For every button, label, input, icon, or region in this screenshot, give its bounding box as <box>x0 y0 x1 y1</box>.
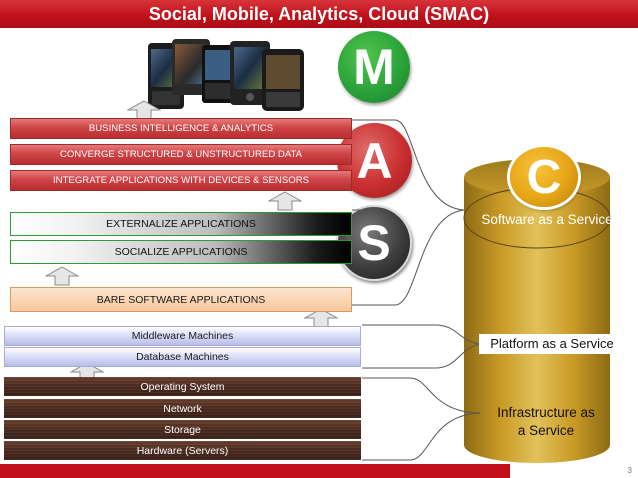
cloud-badge: C <box>510 147 578 207</box>
up-arrow-icon <box>127 100 161 120</box>
up-arrow-icon <box>268 191 302 211</box>
infrastructure-layer: Storage <box>4 420 361 439</box>
saas-label: Software as a Service <box>481 212 613 227</box>
analytics-layer: CONVERGE STRUCTURED & UNSTRUCTURED DATA <box>10 144 352 165</box>
analytics-layer: INTEGRATE APPLICATIONS WITH DEVICES & SE… <box>10 170 352 191</box>
iaas-label-line1: Infrastructure as <box>497 405 595 420</box>
infrastructure-layer: Hardware (Servers) <box>4 441 361 460</box>
bare-software-layer: BARE SOFTWARE APPLICATIONS <box>10 287 352 312</box>
middleware-layer: Database Machines <box>4 347 361 367</box>
paas-label: Platform as a Service <box>479 334 625 354</box>
page-number: 3 <box>627 466 632 475</box>
infrastructure-layer: Operating System <box>4 377 361 396</box>
iaas-label: Infrastructure as a Service <box>483 404 609 440</box>
up-arrow-icon <box>45 266 79 286</box>
footer-bar <box>0 464 510 478</box>
analytics-layer: BUSINESS INTELLIGENCE & ANALYTICS <box>10 118 352 139</box>
social-layer: EXTERNALIZE APPLICATIONS <box>10 212 352 236</box>
mobile-badge: M <box>338 31 410 103</box>
infrastructure-layer: Network <box>4 399 361 418</box>
slide-title: Social, Mobile, Analytics, Cloud (SMAC) <box>0 0 638 28</box>
middleware-layer: Middleware Machines <box>4 326 361 346</box>
social-layer: SOCIALIZE APPLICATIONS <box>10 240 352 264</box>
mobile-phones-image <box>148 39 304 111</box>
iaas-label-line2: a Service <box>517 423 575 438</box>
